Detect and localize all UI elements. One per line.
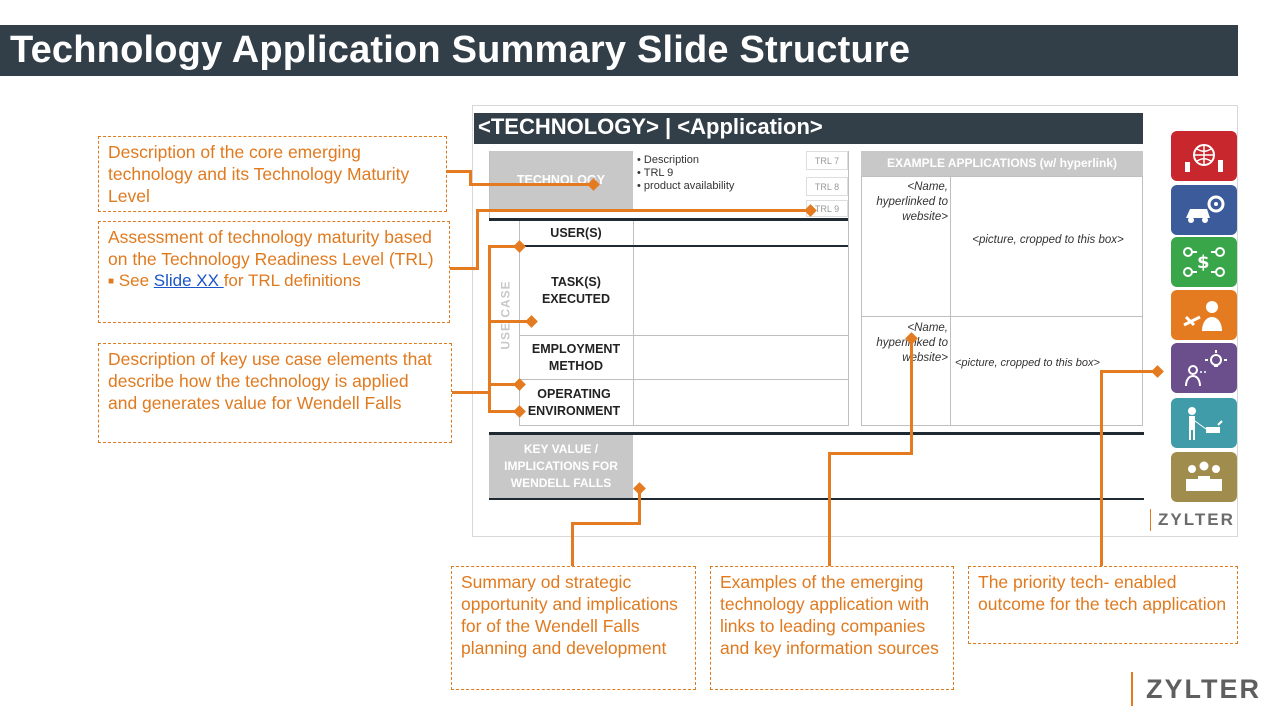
thumbnail-brand-logo: ZYLTER [1158, 510, 1235, 529]
row-operating: OPERATING ENVIRONMENT [527, 386, 621, 418]
person-idea-icon [1171, 343, 1237, 393]
thumbnail-brand-divider [1150, 509, 1151, 531]
use-case-vertical-label-wrap: USE CASE [496, 250, 516, 380]
community-people-icon [1171, 452, 1237, 502]
row-rule-4 [519, 425, 848, 426]
key-value-label: KEY VALUE / IMPLICATIONS FOR WENDELL FAL… [489, 435, 633, 498]
slide-xx-link[interactable]: Slide XX [153, 271, 224, 290]
callout-2-text: Assessment of technology maturity based … [108, 227, 434, 269]
worker-tools-icon [1171, 290, 1237, 340]
connector-1c [469, 183, 593, 186]
row-rule-3 [519, 379, 848, 380]
connector-3b [488, 245, 491, 413]
key-value-top-rule [489, 432, 1144, 435]
example-picture-2: <picture, cropped to this box> [955, 357, 1100, 369]
callout-key-value: Summary od strategic opportunity and imp… [451, 566, 696, 690]
row-users: USER(S) [550, 225, 602, 240]
thumbnail-header-bar [474, 113, 1143, 144]
connector-5a [828, 452, 831, 568]
example-applications-box [861, 176, 1143, 426]
connector-1a [447, 170, 471, 173]
brand-divider [1131, 672, 1133, 706]
callout-3-text: Description of key use case elements tha… [108, 349, 432, 413]
row-rule-1 [519, 245, 848, 247]
example-link-2[interactable]: <Name, hyperlinked to website> [876, 322, 948, 364]
callout-5-text: Examples of the emerging technology appl… [720, 572, 939, 658]
car-gear-icon [1171, 185, 1237, 235]
technology-label: TECHNOLOGY [489, 151, 633, 209]
row-employment: EMPLOYMENT METHOD [531, 341, 621, 373]
row-tasks: TASK(S) EXECUTED [541, 275, 611, 306]
person-dog-icon [1171, 398, 1237, 448]
connector-6a [1100, 371, 1103, 568]
page-title: Technology Application Summary Slide Str… [10, 29, 911, 71]
connector-3a [452, 391, 490, 394]
connector-1b [469, 170, 472, 185]
example-divider-vertical [950, 176, 951, 426]
use-case-vertical-label: USE CASE [499, 280, 514, 350]
callout-2-tail: for TRL definitions [223, 271, 361, 290]
connector-4c [638, 488, 641, 525]
bullet-square-icon: ■ [108, 276, 115, 287]
callout-1-text: Description of the core emerging technol… [108, 142, 410, 206]
row-rule-2 [519, 335, 848, 336]
key-value-bottom-rule [489, 498, 1144, 500]
connector-3e [488, 383, 520, 386]
money-network-icon: $ [1171, 237, 1237, 287]
callout-6-text: The priority tech- enabled outcome for t… [978, 572, 1227, 614]
callout-2-see: See [118, 271, 154, 290]
use-case-right-border [848, 221, 849, 426]
thumbnail-title: <TECHNOLOGY> | <Application> [478, 114, 823, 139]
connector-3c [488, 245, 520, 248]
connector-2b [476, 210, 479, 270]
connector-4a [571, 522, 574, 568]
connector-4b [571, 522, 641, 525]
trl-8-box: TRL 8 [806, 177, 848, 196]
brand-logo: ZYLTER [1146, 674, 1261, 704]
tech-box-right-border [848, 151, 849, 221]
callout-technology-description: Description of the core emerging technol… [98, 136, 447, 212]
table-top-rule [489, 218, 848, 221]
trl-9-box: TRL 9 [806, 200, 848, 217]
example-applications-header: EXAMPLE APPLICATIONS (w/ hyperlink) [861, 151, 1143, 176]
connector-2a [450, 267, 478, 270]
smart-city-globe-icon [1171, 131, 1237, 181]
callout-example-applications: Examples of the emerging technology appl… [710, 566, 954, 690]
svg-text:$: $ [1197, 252, 1210, 273]
example-picture-1: <picture, cropped to this box> [972, 234, 1124, 246]
use-case-mid-border [633, 221, 634, 426]
connector-5c [910, 338, 913, 455]
use-case-left-border [519, 221, 520, 426]
connector-6b [1100, 370, 1157, 373]
title-bar [0, 25, 1238, 76]
callout-2-see-line: ■ See Slide XX for TRL definitions [108, 270, 440, 293]
connector-2c [476, 209, 810, 212]
connector-3f [488, 410, 520, 413]
callout-trl-assessment: Assessment of technology maturity based … [98, 221, 450, 323]
callout-use-case: Description of key use case elements tha… [98, 343, 452, 443]
callout-priority-outcome: The priority tech- enabled outcome for t… [968, 566, 1238, 644]
trl-7-box: TRL 7 [806, 151, 848, 170]
example-divider-horizontal [861, 316, 1143, 317]
connector-5b [828, 452, 912, 455]
callout-4-text: Summary od strategic opportunity and imp… [461, 572, 678, 658]
example-link-1[interactable]: <Name, hyperlinked to website> [876, 181, 948, 223]
tech-box-left-border [489, 151, 490, 221]
connector-3d [488, 320, 531, 323]
technology-bullets: • Description • TRL 9 • product availabi… [637, 154, 735, 192]
